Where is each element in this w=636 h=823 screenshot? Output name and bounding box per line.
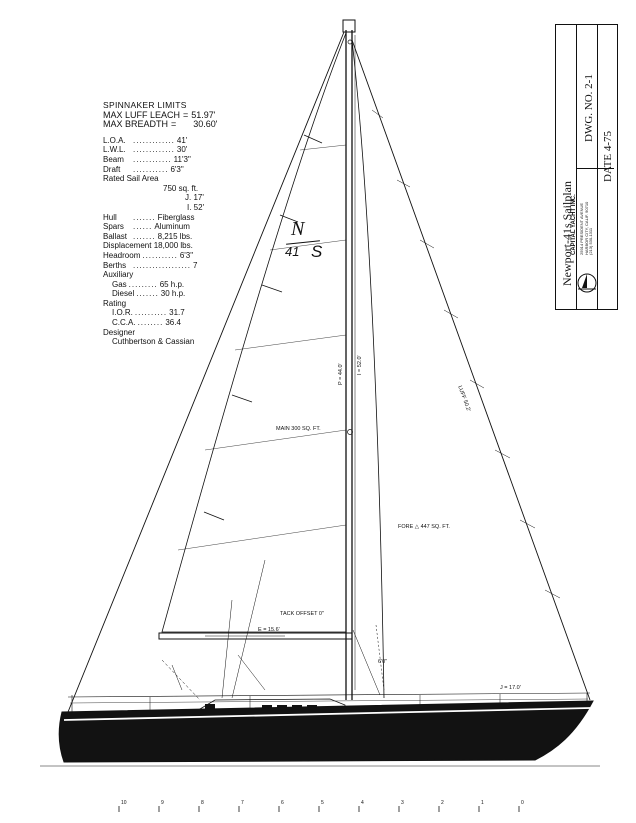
spec-rated-area: 750 sq. ft. bbox=[163, 183, 199, 193]
boom bbox=[158, 632, 353, 640]
spec-rated-j: J. 17' bbox=[185, 193, 204, 203]
spec-auxiliary: Auxiliary bbox=[103, 270, 134, 280]
specifications: SPINNAKER LIMITS MAX LUFF LEACH=51.97' M… bbox=[103, 100, 273, 347]
scale-label: 5 bbox=[321, 800, 324, 806]
drawing-number: DWG. NO. 2-1 bbox=[583, 74, 595, 142]
scale-label: 7 bbox=[241, 800, 244, 806]
headsail bbox=[351, 39, 591, 701]
scale-label: 0 bbox=[521, 800, 524, 806]
e-dimension: E = 15.6' bbox=[258, 627, 280, 633]
backstay bbox=[67, 31, 345, 713]
spec-displacement: Displacement 18,000 lbs. bbox=[103, 241, 193, 251]
tack-offset-label: TACK OFFSET 0" bbox=[280, 611, 324, 617]
spec-headroom: Headroom...........6'3" bbox=[103, 250, 194, 260]
i-dimension: I = 52.0' bbox=[357, 355, 363, 375]
j-dimension: J = 17.0' bbox=[500, 685, 521, 691]
max-luff-leach: MAX LUFF LEACH=51.97' bbox=[103, 109, 216, 120]
spec-designer: Designer bbox=[103, 327, 136, 337]
spinnaker-heading: SPINNAKER LIMITS bbox=[103, 100, 187, 110]
spec-hull: Hull.......Fiberglass bbox=[103, 212, 195, 222]
spec-gas: Gas.........65 h.p. bbox=[112, 279, 185, 289]
spec-lwl: L.W.L..............30' bbox=[103, 145, 188, 155]
scale-label: 6 bbox=[281, 800, 284, 806]
insignia-n: N bbox=[291, 218, 305, 240]
spec-rating: Rating bbox=[103, 298, 127, 308]
company-logo bbox=[577, 273, 597, 293]
spec-beam: Beam............11'3" bbox=[103, 154, 191, 164]
spec-designer-name: Cuthbertson & Cassian bbox=[112, 337, 195, 347]
spec-rated-i: I. 52' bbox=[187, 202, 205, 212]
company-name: CAPITAL YACHT INC. bbox=[571, 194, 577, 255]
scale-label: 4 bbox=[361, 800, 364, 806]
max-breadth: MAX BREADTH=30.60' bbox=[103, 119, 218, 130]
scale-bar bbox=[118, 806, 520, 812]
fore-area-label: FORE △ 447 SQ. FT. bbox=[398, 524, 450, 530]
scale-label: 3 bbox=[401, 800, 404, 806]
mainsail bbox=[161, 32, 347, 633]
p-dimension: P = 44.0' bbox=[338, 363, 344, 385]
spec-rated-sail-area: Rated Sail Area bbox=[103, 174, 159, 184]
spec-cca: C.C.A.........36.4 bbox=[112, 318, 181, 328]
company-address: 25914 PRESIDENT AVENUE HARBOR CITY, CALI… bbox=[579, 201, 593, 255]
spec-ballast: Ballast.......8,215 lbs. bbox=[103, 231, 193, 241]
spec-ior: I.O.R...........31.7 bbox=[112, 308, 185, 318]
scale-label: 2 bbox=[441, 800, 444, 806]
spec-diesel: Diesel.......30 h.p. bbox=[112, 289, 186, 299]
main-area-label: MAIN 300 SQ. FT. bbox=[276, 426, 321, 432]
scale-label: 1 bbox=[481, 800, 484, 806]
spec-berths: Berths..................7 bbox=[103, 260, 198, 270]
rigging-lines bbox=[161, 559, 385, 701]
title-block-rule bbox=[576, 168, 614, 169]
scale-label: 10 bbox=[121, 800, 127, 806]
spec-spars: Spars......Aluminum bbox=[103, 222, 190, 232]
hull bbox=[58, 700, 594, 763]
spec-loa: L.O.A..............41' bbox=[103, 135, 188, 145]
pulpit-dimension: 6'0" bbox=[378, 659, 388, 665]
spec-draft: Draft...........6'3" bbox=[103, 164, 184, 174]
mast bbox=[342, 19, 356, 700]
scale-label: 8 bbox=[201, 800, 204, 806]
insignia-41: 41 bbox=[285, 244, 300, 259]
scale-label: 9 bbox=[161, 800, 164, 806]
drawing-date: DATE 4-75 bbox=[602, 130, 614, 182]
title-block bbox=[555, 24, 618, 310]
insignia-s: S bbox=[311, 242, 323, 261]
